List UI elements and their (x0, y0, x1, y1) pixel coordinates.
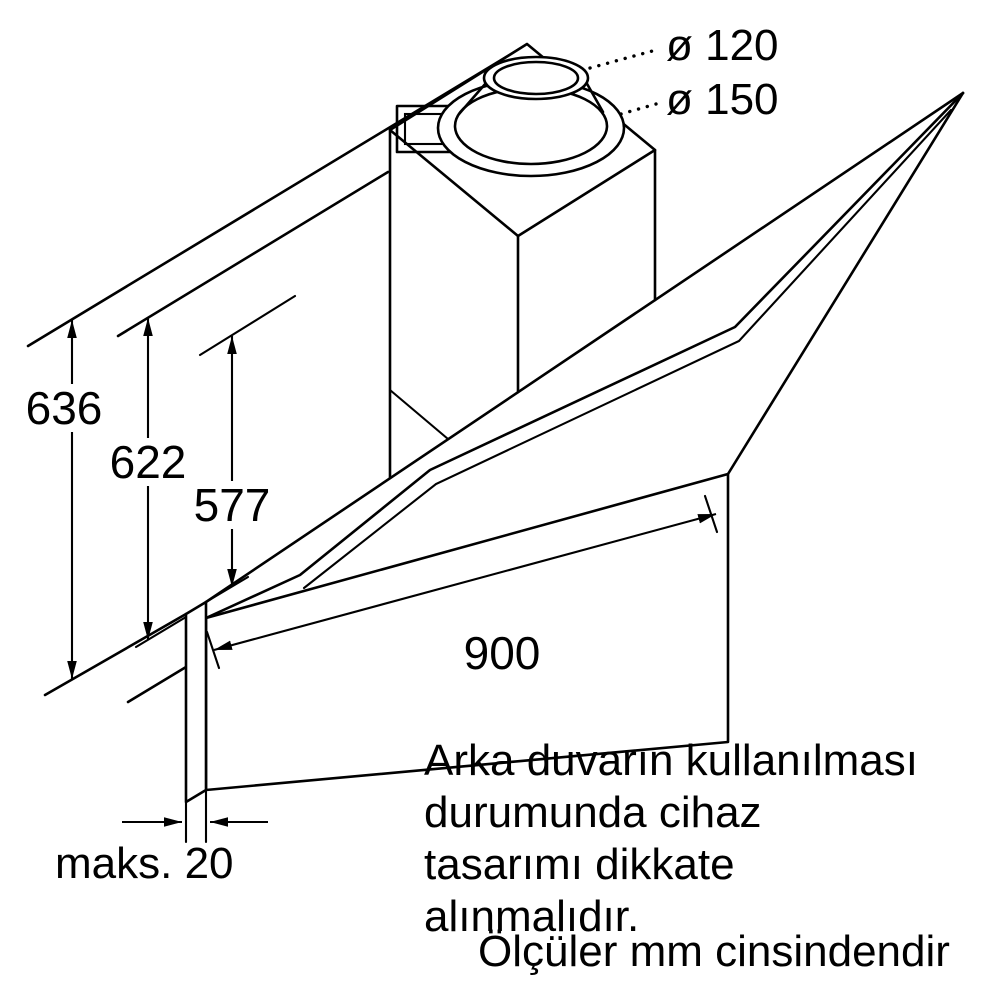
leader-d150 (619, 102, 658, 116)
leader-d120 (588, 48, 658, 70)
dimension-wall-gap: maks. 20 (55, 788, 268, 888)
duct-collar (436, 55, 626, 178)
screen-side-edge (726, 91, 965, 476)
label-d150: ø 150 (666, 75, 779, 124)
back-panel-strip (184, 600, 208, 804)
dim-label-bg-900 (452, 628, 552, 678)
note-line-3: tasarımı dikkate (424, 840, 735, 889)
note-line-4: alınmalıdır. (424, 892, 639, 941)
dim-label-900: 900 (464, 627, 541, 679)
dim-label-bg-636 (20, 384, 108, 432)
wall-lines (26, 43, 528, 704)
gap-label: maks. 20 (55, 839, 234, 888)
dim-line-900 (213, 512, 717, 652)
wall-line-top-outer (26, 43, 528, 348)
ref-line-577-top (198, 294, 297, 357)
collar-top-rim (482, 55, 590, 101)
chimney-joint-line (388, 388, 450, 441)
dim-label-636: 636 (26, 382, 103, 434)
wall-line-top-inner (116, 170, 390, 338)
note-line-1: Arka duvarın kullanılması (424, 736, 918, 785)
diameter-labels: ø 120 ø 150 (588, 21, 779, 124)
label-d120: ø 120 (666, 21, 779, 70)
dimension-900: 900 (205, 494, 719, 679)
dim-label-622: 622 (110, 436, 187, 488)
dim-ext-577 (204, 575, 250, 604)
note-text: Arka duvarın kullanılması durumunda ciha… (424, 736, 918, 941)
dim-tick-900-right (703, 494, 719, 534)
collar-top-opening (492, 60, 580, 96)
note-line-2: durumunda cihaz (424, 788, 762, 837)
dimension-622: 622 (104, 318, 192, 649)
wall-line-bottom-outer (43, 612, 188, 697)
dimension-636: 636 (20, 320, 108, 679)
collar-cone-right (584, 80, 605, 114)
dimension-577: 577 (188, 336, 276, 604)
units-note: Ölçüler mm cinsindendir (478, 927, 950, 976)
dim-ext-622 (134, 615, 188, 649)
dim-label-577: 577 (194, 479, 271, 531)
collar-cone-left (457, 81, 488, 116)
wall-line-bottom-inner (126, 665, 188, 704)
dim-tick-900-left (205, 630, 221, 670)
dim-label-bg-622 (104, 438, 192, 486)
